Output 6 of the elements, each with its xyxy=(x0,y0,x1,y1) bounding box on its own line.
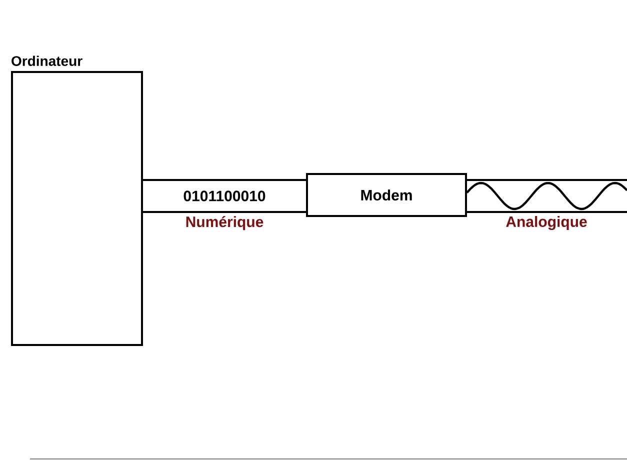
signal-type-label: Numérique xyxy=(186,216,264,230)
signal-type-label: Analogique xyxy=(506,216,587,230)
digital-signal-band: 0101100010 xyxy=(141,179,308,213)
modem-box: Modem xyxy=(306,173,467,217)
computer-box: Ordinateur xyxy=(11,56,143,346)
node-label: Ordinateur xyxy=(12,56,82,66)
